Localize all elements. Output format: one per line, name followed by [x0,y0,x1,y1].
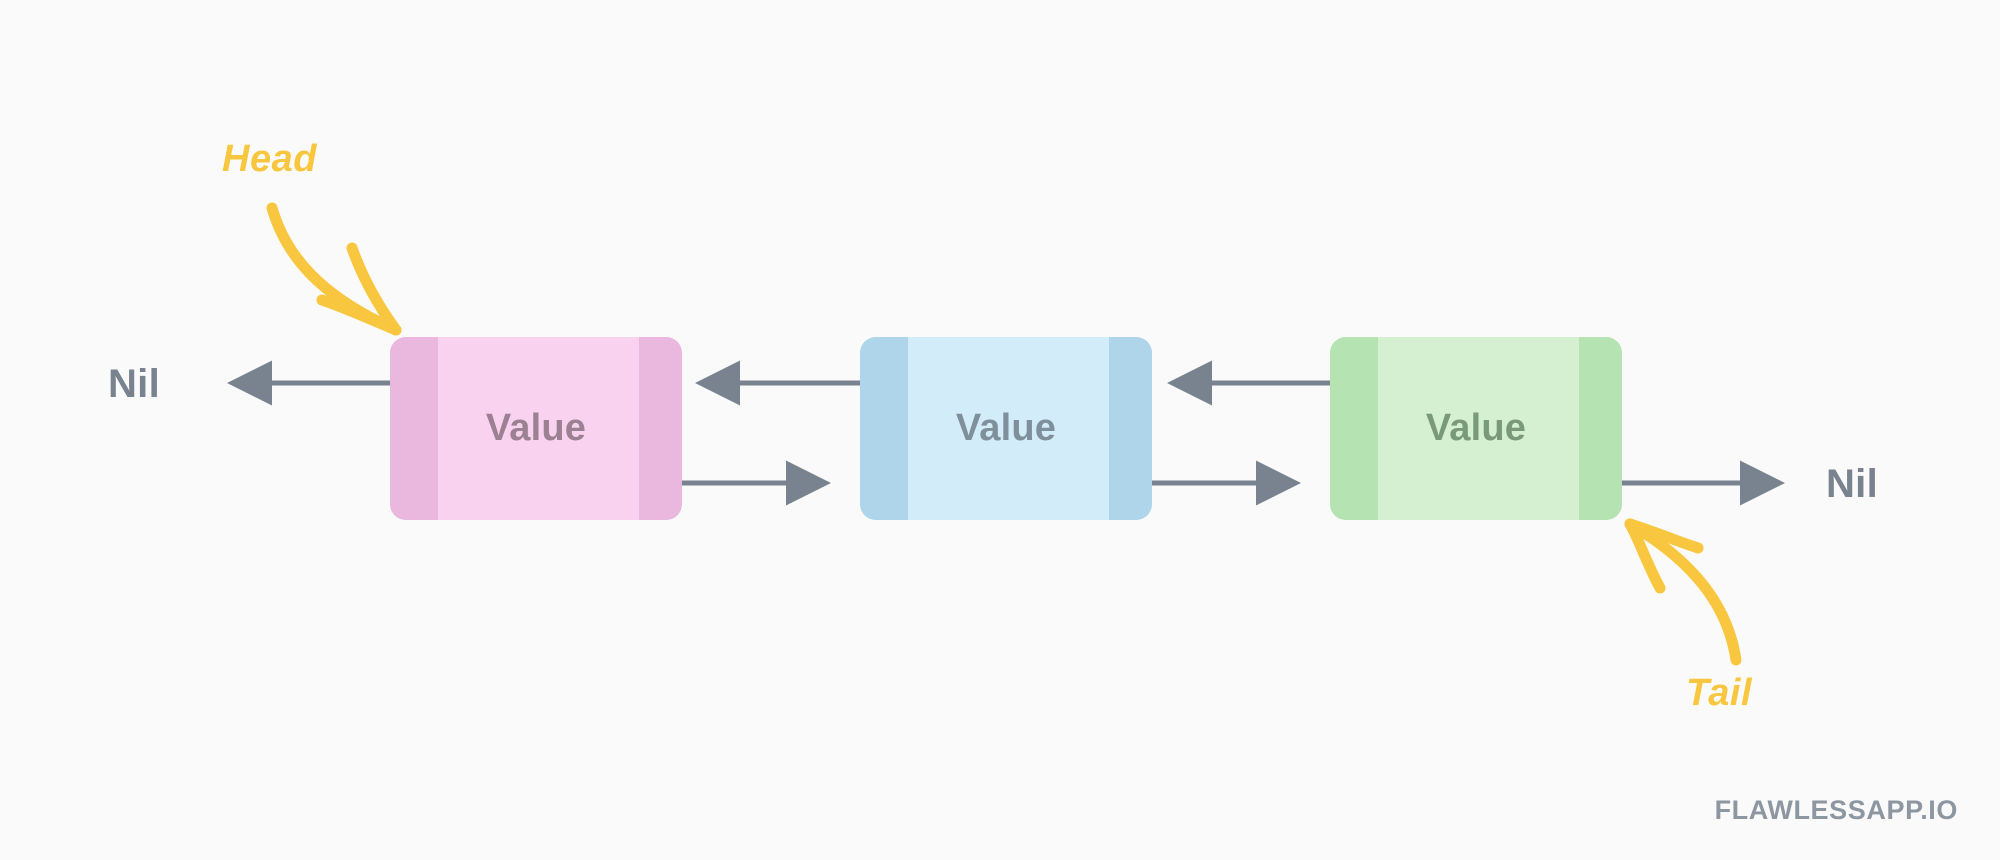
tail-annotation-arrow [1624,518,1742,666]
node-value-label: Value [955,407,1057,449]
nil-terminator-right: Nil [1826,462,1879,506]
list-node-2[interactable]: Value [860,337,1152,520]
nil-terminator-left: Nil [108,362,161,406]
watermark: FLAWLESSAPP.IO [1714,795,1958,825]
tail-annotation-label: Tail [1686,672,1753,714]
node-next-pointer-band [1109,337,1152,520]
list-node-3[interactable]: Value [1330,337,1622,520]
head-annotation-label: Head [222,138,317,180]
head-annotation-arrow [266,202,402,336]
node-next-pointer-band [1579,337,1622,520]
node-value-label: Value [1425,407,1527,449]
node-value-label: Value [485,407,587,449]
node-prev-pointer-band [860,337,908,520]
node-prev-pointer-band [390,337,438,520]
list-node-1[interactable]: Value [390,337,682,520]
node-next-pointer-band [639,337,682,520]
node-prev-pointer-band [1330,337,1378,520]
